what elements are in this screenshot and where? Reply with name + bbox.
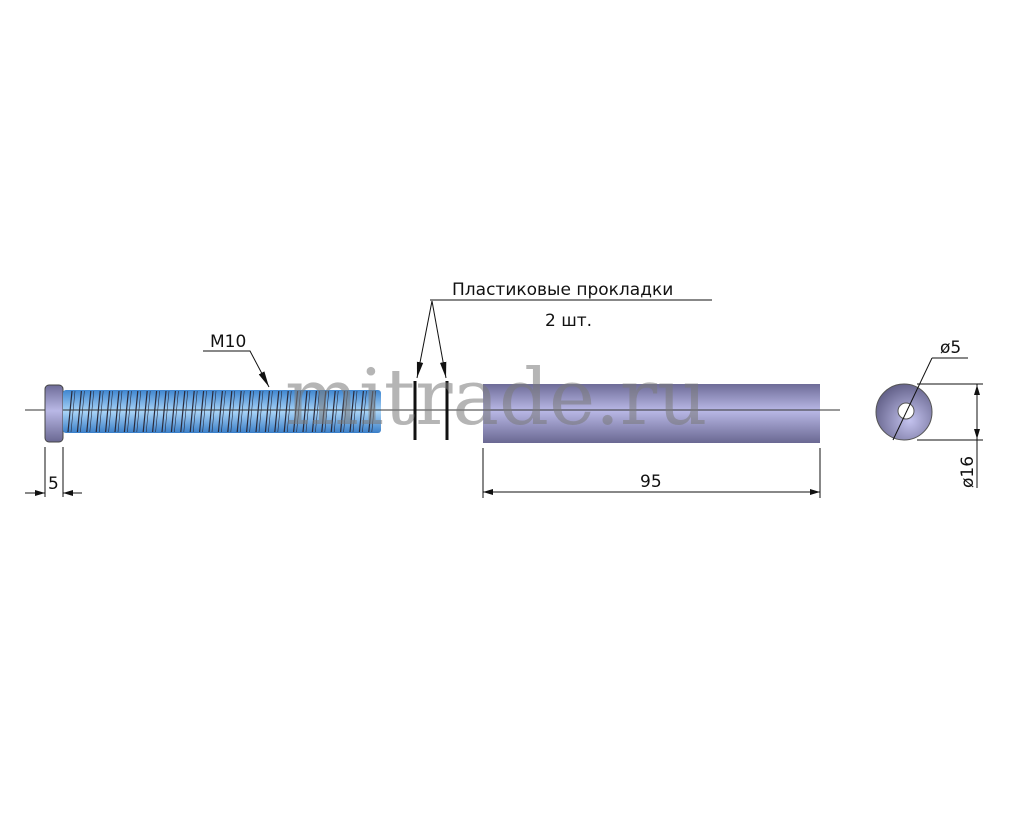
bolt: [44, 384, 381, 443]
thread-line: [183, 390, 189, 433]
thread-line: [89, 390, 95, 433]
thread-line: [95, 390, 101, 433]
thread-line: [371, 390, 377, 433]
thread-line: [86, 390, 92, 433]
thread-line: [192, 390, 198, 433]
thread-line: [268, 390, 273, 433]
thread-line: [180, 390, 186, 433]
thread-line: [133, 390, 139, 433]
thread-line: [164, 390, 170, 433]
thread-line: [98, 390, 104, 433]
head-length-label: 5: [48, 474, 59, 494]
thread-line: [145, 390, 151, 433]
thread-line: [221, 390, 226, 433]
tube: [483, 384, 820, 443]
thread-line: [296, 390, 301, 433]
thread-callout: M10: [203, 332, 270, 388]
thread-line: [117, 390, 123, 433]
thread-line: [324, 390, 330, 433]
thread-line: [108, 390, 113, 433]
thread-line: [368, 390, 374, 433]
hole-diameter-label: ø5: [940, 338, 961, 358]
dimension-tube-length: [482, 448, 821, 498]
thread-line: [239, 390, 245, 433]
dimension-head-length: [25, 447, 82, 497]
washers-title: Пластиковые прокладки: [452, 280, 673, 300]
thread-line: [302, 390, 308, 433]
thread-line: [123, 390, 129, 433]
thread-line: [236, 390, 242, 433]
thread-line: [311, 390, 317, 433]
thread-line: [230, 390, 236, 433]
thread-line: [170, 390, 176, 433]
thread-line: [174, 390, 179, 433]
thread-line: [136, 390, 142, 433]
thread-line: [333, 390, 339, 433]
thread-line: [208, 390, 214, 433]
outer-diameter-label: ø16: [958, 456, 978, 488]
thread-line: [227, 390, 233, 433]
thread-line: [277, 390, 283, 433]
thread-line: [155, 390, 160, 433]
tube-length-label: 95: [640, 472, 662, 492]
thread-lines: [67, 390, 377, 433]
thread-line: [114, 390, 120, 433]
thread-line: [255, 390, 261, 433]
washers-qty: 2 шт.: [545, 311, 592, 331]
thread-line: [142, 390, 148, 433]
thread-line: [80, 390, 85, 433]
thread-line: [340, 390, 346, 433]
thread-line: [258, 390, 264, 433]
bolt-thread: [63, 390, 381, 433]
thread-line: [211, 390, 217, 433]
thread-line: [293, 390, 299, 433]
washers: Пластиковые прокладки 2 шт.: [413, 280, 712, 440]
thread-line: [199, 390, 205, 433]
thread-line: [321, 390, 327, 433]
thread-line: [358, 390, 364, 433]
thread-line: [330, 390, 336, 433]
thread-line: [152, 390, 158, 433]
thread-line: [286, 390, 292, 433]
thread-line: [264, 390, 270, 433]
thread-line: [249, 390, 254, 433]
thread-label: M10: [210, 332, 246, 352]
tube-end-view: ø5 ø16: [875, 338, 983, 488]
thread-line: [352, 390, 358, 433]
thread-line: [127, 390, 132, 433]
thread-line: [246, 390, 252, 433]
thread-line: [283, 390, 289, 433]
thread-line: [76, 390, 82, 433]
thread-line: [217, 390, 223, 433]
thread-line: [305, 390, 311, 433]
thread-line: [362, 390, 367, 433]
thread-line: [105, 390, 111, 433]
thread-line: [161, 390, 167, 433]
thread-line: [343, 390, 348, 433]
watermark: mitrade.ru: [285, 353, 707, 443]
thread-line: [349, 390, 355, 433]
hole: [897, 402, 915, 420]
bolt-head: [44, 384, 64, 443]
thread-line: [274, 390, 280, 433]
thread-line: [189, 390, 195, 433]
thread-line: [315, 390, 320, 433]
thread-line: [67, 390, 73, 433]
thread-line: [70, 390, 76, 433]
thread-line: [202, 390, 207, 433]
